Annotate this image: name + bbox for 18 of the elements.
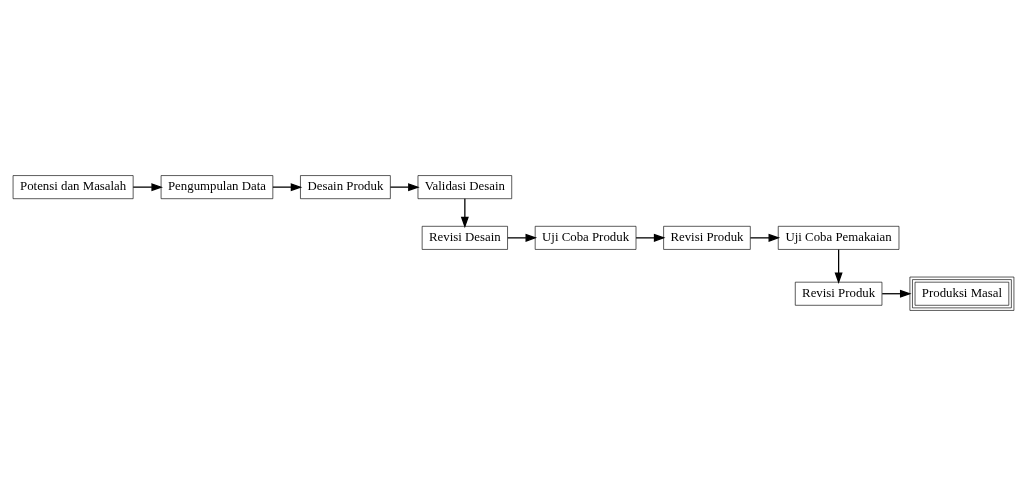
- arrow: [507, 233, 538, 242]
- arrow: [132, 183, 163, 192]
- arrow: [389, 183, 420, 192]
- node-box: Revisi Desain: [421, 226, 508, 250]
- arrow: [635, 233, 666, 242]
- node-box: Revisi Produk: [663, 226, 751, 250]
- arrow: [460, 198, 469, 229]
- node-box: Revisi Produk: [794, 281, 883, 306]
- node-box: Uji Coba Produk: [534, 226, 637, 250]
- node-box: Validasi Desain: [417, 175, 513, 199]
- node-box: Desain Produk: [300, 175, 391, 199]
- arrow: [834, 248, 843, 284]
- arrow: [749, 233, 781, 242]
- arrow: [881, 289, 912, 298]
- node-box: Uji Coba Pemakaian: [777, 226, 900, 250]
- node-box: Pengumpulan Data: [160, 175, 274, 199]
- node-box: Potensi dan Masalah: [12, 175, 134, 199]
- arrow: [272, 183, 303, 192]
